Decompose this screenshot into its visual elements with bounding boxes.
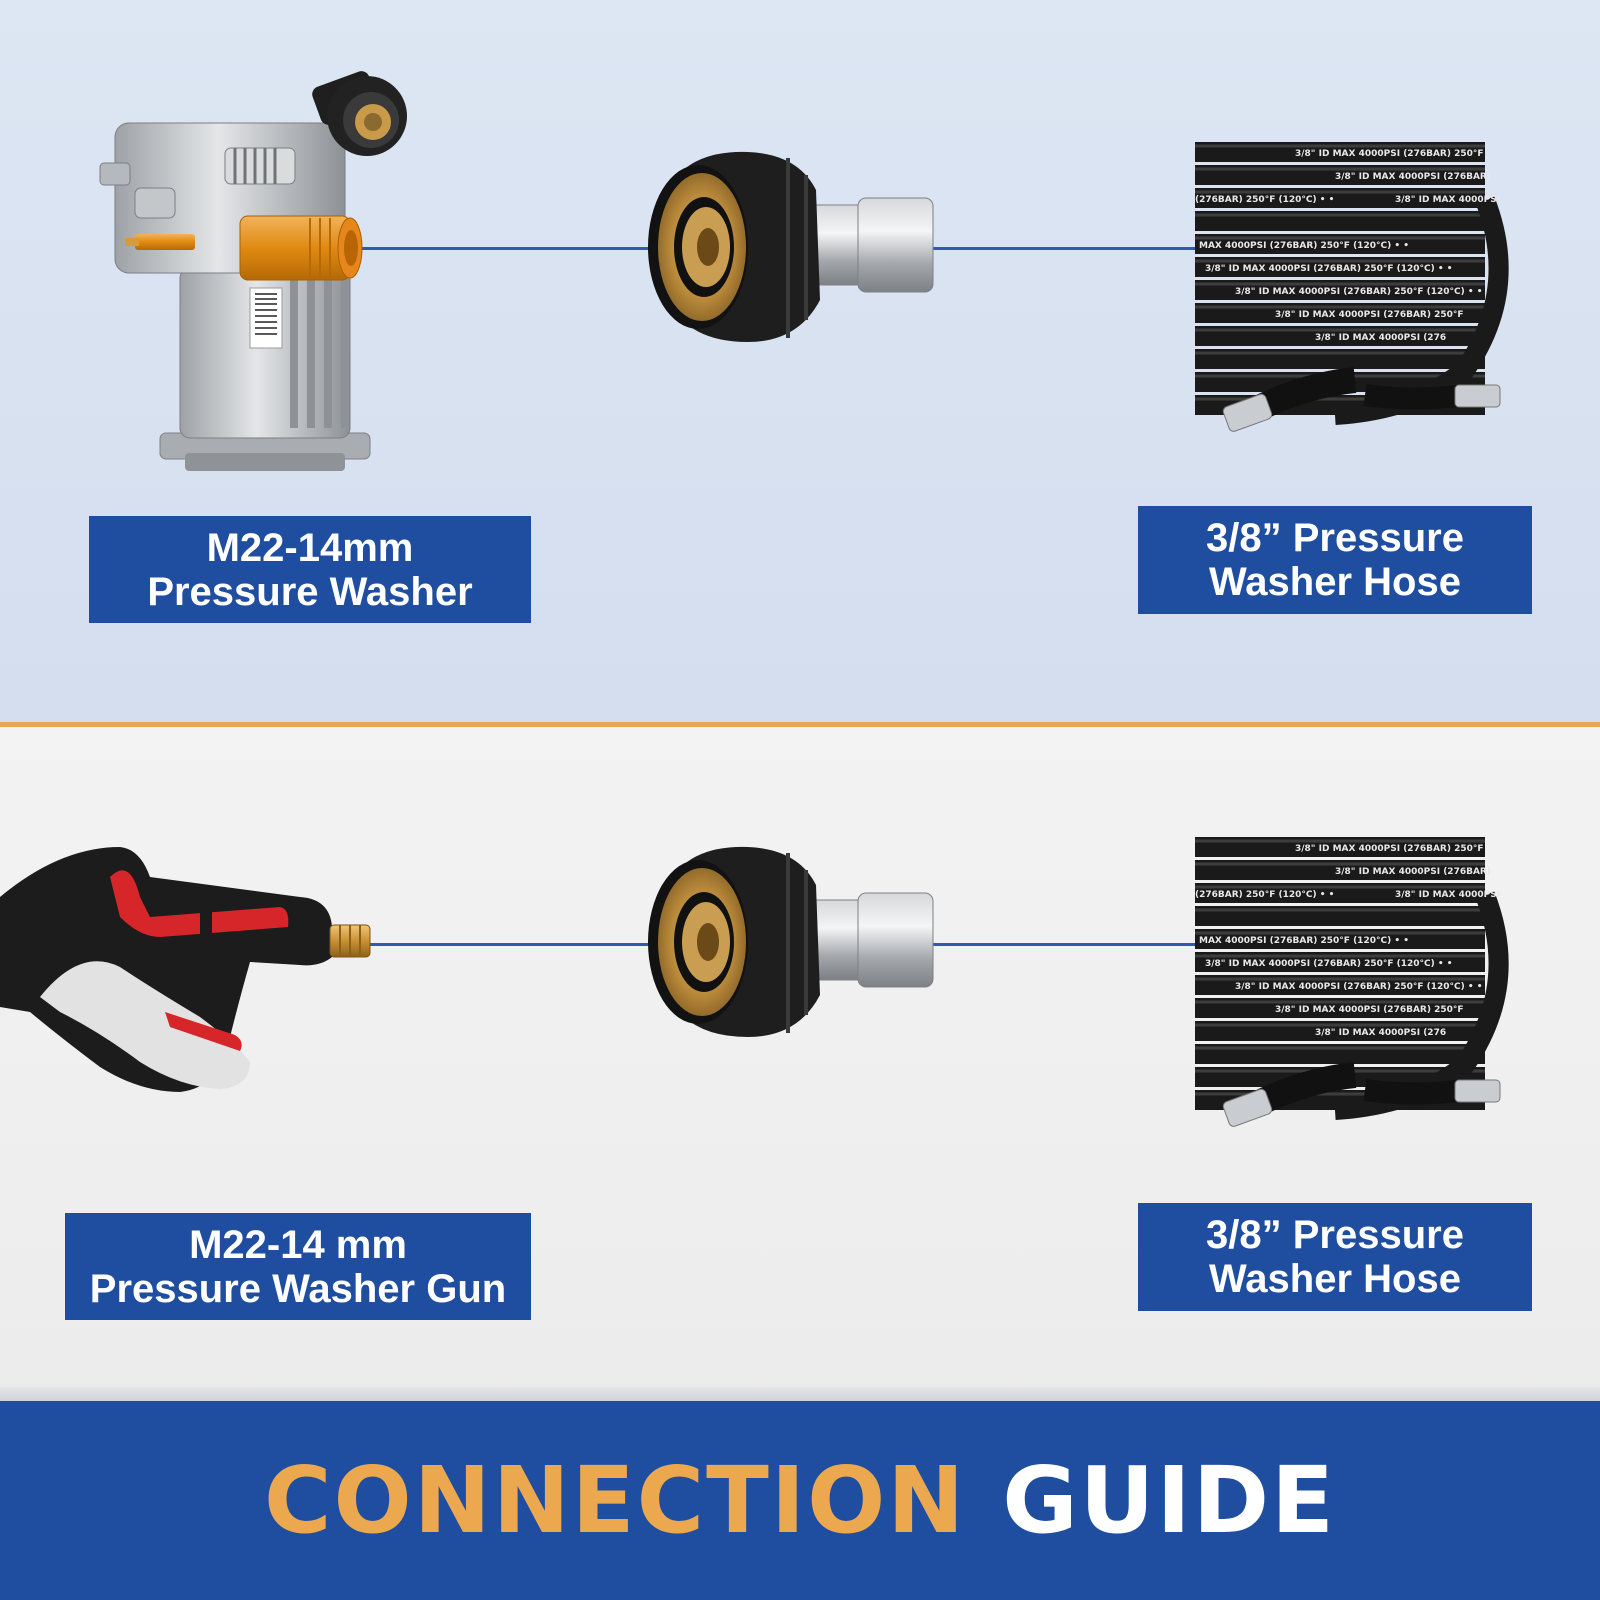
svg-text:MAX 4000PSI (276BAR) 250°F (12: MAX 4000PSI (276BAR) 250°F (120°C) • • (1199, 936, 1409, 946)
pump-label: M22-14mm Pressure Washer (89, 516, 531, 623)
footer-banner: CONNECTION GUIDE (0, 1401, 1600, 1600)
pump-label-line1: M22-14mm (206, 525, 414, 570)
svg-text:3/8" ID MAX 4000PSI (276: 3/8" ID MAX 4000PSI (276 (1315, 1028, 1446, 1038)
title-word-connection: CONNECTION (264, 1447, 967, 1554)
hose-label-top-line1: 3/8” Pressure (1206, 516, 1464, 560)
svg-text:3/8" ID MAX 4000PSI (276BAR) 2: 3/8" ID MAX 4000PSI (276BAR) 250°F (1295, 149, 1484, 159)
title-word-guide: GUIDE (1002, 1447, 1336, 1554)
spray-gun-icon (0, 847, 371, 1092)
svg-text:(276BAR) 250°F (120°C) • •: (276BAR) 250°F (120°C) • • (1195, 195, 1334, 205)
gun-connection-panel: 3/8" ID MAX 4000PSI (276BAR) 250°F 3/8" … (0, 727, 1600, 1387)
page-title: CONNECTION GUIDE (264, 1447, 1336, 1554)
hose-label-top-line2: Washer Hose (1209, 560, 1461, 604)
section-divider (0, 722, 1600, 727)
svg-text:3/8" ID MAX 4000PSI (276BAR) 2: 3/8" ID MAX 4000PSI (276BAR) 250°F (1275, 310, 1464, 320)
pump-label-line2: Pressure Washer (147, 569, 473, 614)
svg-text:(276BAR) 250°F (120°C) • •: (276BAR) 250°F (120°C) • • (1195, 890, 1334, 900)
pump-connection-panel: 3/8" ID MAX 4000PSI (276BAR) 250°F 3/8" … (0, 0, 1600, 722)
hose-label-top: 3/8” Pressure Washer Hose (1138, 506, 1532, 614)
svg-text:3/8" ID MAX 4000PSI (276BAR) 2: 3/8" ID MAX 4000PSI (276BAR) 250°F (1275, 1005, 1464, 1015)
svg-text:3/8" ID MAX 4000PSI: 3/8" ID MAX 4000PSI (1395, 890, 1500, 900)
hose-coil-icon: 3/8" ID MAX 4000PSI (276BAR) 250°F 3/8" … (1195, 142, 1509, 432)
hose-label-bottom-line2: Washer Hose (1209, 1257, 1461, 1301)
svg-text:3/8" ID MAX 4000PSI (276BAR) 2: 3/8" ID MAX 4000PSI (276BAR) 250°F (120°… (1235, 287, 1483, 297)
svg-text:MAX 4000PSI (276BAR) 250°F (12: MAX 4000PSI (276BAR) 250°F (120°C) • • (1199, 241, 1409, 251)
svg-text:3/8" ID MAX 4000PSI (276: 3/8" ID MAX 4000PSI (276 (1315, 333, 1446, 343)
footer-edge (0, 1387, 1600, 1401)
gun-label: M22-14 mm Pressure Washer Gun (65, 1213, 531, 1320)
svg-text:3/8" ID MAX 4000PSI (276BAR) 2: 3/8" ID MAX 4000PSI (276BAR) 250°F (120°… (1235, 982, 1483, 992)
pump-icon (99, 71, 407, 471)
connector-line-left (370, 943, 660, 946)
adapter-icon (648, 846, 934, 1037)
gun-label-line1: M22-14 mm (189, 1222, 407, 1267)
svg-text:3/8" ID MAX 4000PSI (276BAR) 2: 3/8" ID MAX 4000PSI (276BAR) 250°F (1295, 844, 1484, 854)
adapter-icon (648, 151, 934, 342)
connector-line-right (928, 247, 1198, 250)
hose-label-bottom: 3/8” Pressure Washer Hose (1138, 1203, 1532, 1311)
gun-label-line2: Pressure Washer Gun (89, 1266, 507, 1311)
svg-text:3/8" ID MAX 4000PSI: 3/8" ID MAX 4000PSI (1395, 195, 1500, 205)
svg-text:3/8" ID MAX 4000PSI (276BAR) 2: 3/8" ID MAX 4000PSI (276BAR) 250°F (120°… (1205, 959, 1453, 969)
connector-line-left (360, 247, 660, 250)
svg-text:3/8" ID MAX 4000PSI (276BAR) 2: 3/8" ID MAX 4000PSI (276BAR) 250°F (120°… (1205, 264, 1453, 274)
hose-label-bottom-line1: 3/8” Pressure (1206, 1213, 1464, 1257)
svg-text:3/8" ID MAX 4000PSI (276BAR): 3/8" ID MAX 4000PSI (276BAR) (1335, 172, 1491, 182)
hose-coil-icon: 3/8" ID MAX 4000PSI (276BAR) 250°F 3/8" … (1195, 837, 1509, 1127)
svg-text:3/8" ID MAX 4000PSI (276BAR): 3/8" ID MAX 4000PSI (276BAR) (1335, 867, 1491, 877)
connector-line-right (928, 943, 1198, 946)
